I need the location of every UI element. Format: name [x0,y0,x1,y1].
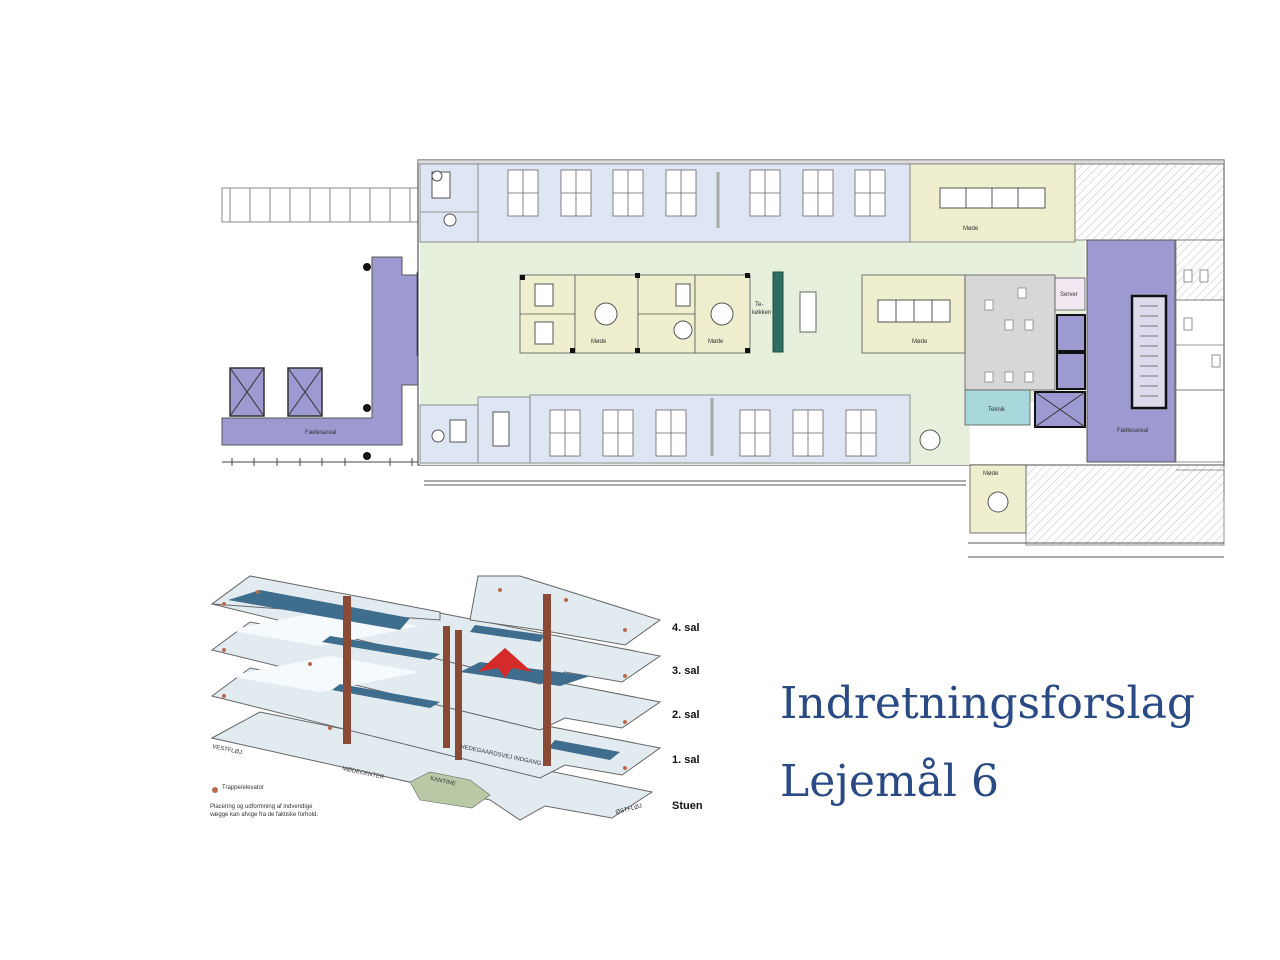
legend-trappe: Trappe/elevator [222,785,264,791]
title-line-1: Indretningsforslag [780,678,1195,729]
desk-cluster-bottom [549,409,877,457]
kitchen-table [799,291,817,333]
highlight-lejemaal [478,648,532,678]
label-faellesareal-right: Fællesareal [1117,428,1148,434]
teknik-room [964,389,1031,426]
stair-right [1130,294,1168,410]
label-mode-top: Møde [963,226,979,232]
hatched-area-bottom-right [1025,464,1225,546]
floor-label-4: 4. sal [672,622,700,634]
label-teknik: Teknik [988,407,1006,413]
floor-label-stuen: Stuen [672,800,703,812]
server-room [1054,277,1086,311]
legend-dot [212,787,218,793]
legend-note-1: Placering og udformning af indvendige [210,804,313,810]
floor-label-3: 3. sal [672,665,700,677]
label-mode-1: Møde [591,339,607,345]
label-mode-3: Møde [912,339,928,345]
open-office-top [419,163,911,243]
label-kantine: KANTINE [430,776,457,787]
label-faellesareal-left: Fællesareal [305,430,336,436]
legend-note-2: vægge kan afvige fra de faktiske forhold… [210,812,319,818]
balcony-rail [221,187,419,223]
label-mode-bottom: Møde [983,471,999,477]
label-tekokken-1: Te- [755,302,763,308]
faellesareal-left [221,256,419,446]
iso-floor-stuen [210,711,654,821]
wc-block [964,274,1056,391]
floor-label-1: 1. sal [672,754,700,766]
desk-cluster-top [507,169,886,217]
label-vestfloj: VESTFLØJ [212,744,243,756]
meeting-row-middle [519,273,751,354]
hatched-area-top-right [1074,163,1225,241]
floor-label-2: 2. sal [672,709,700,721]
title-line-2: Lejemål 6 [780,756,999,807]
isometric-stack [210,575,662,821]
kitchen-counter [772,271,784,353]
label-tekokken-2: køkken [752,310,771,316]
label-server: Server [1060,292,1078,298]
label-mode-2: Møde [708,339,724,345]
